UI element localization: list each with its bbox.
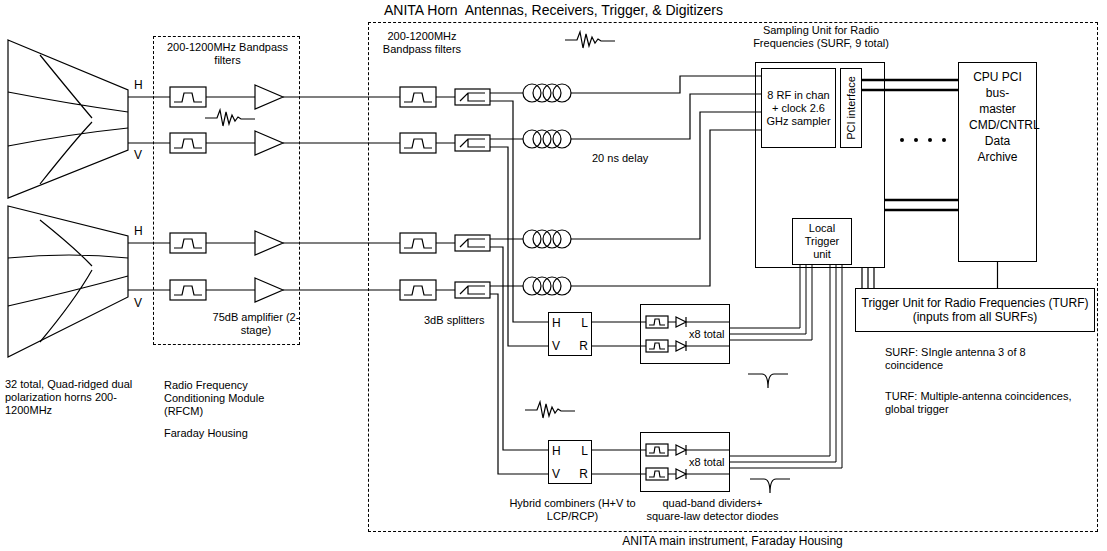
signal-connector: [862, 80, 958, 90]
signal-connector: [592, 321, 640, 322]
data-bus: [885, 200, 958, 210]
annotation-label: H: [134, 224, 148, 238]
annotation-label: 32 total, Quad-ridged dual polarization …: [5, 378, 150, 417]
rf-wires: [128, 76, 761, 474]
rfcm-housing-text: Radio Frequency Conditioning Module (RFC…: [164, 379, 304, 418]
splitter-symbol: [455, 89, 490, 298]
hybrid-combiner-text: L: [576, 444, 588, 458]
hybrid-combiner: HVLR: [548, 440, 592, 484]
quad-band-detector: x8 total: [640, 432, 730, 492]
quad-band-internals: [640, 316, 730, 480]
pci-interface-text: PCI interface: [845, 76, 858, 140]
annotation-label: 20 ns delay: [592, 152, 654, 165]
hybrid-combiner-text: H: [552, 444, 564, 458]
quad-band-detector-text: x8 total: [689, 328, 729, 341]
rfcm-housing-text: Faraday Housing: [164, 427, 304, 440]
annotation-label: 200-1200MHz Bandpass filters: [376, 30, 468, 56]
delay-coil: [520, 84, 575, 295]
annotation-label: quad-band dividers+ square-law detector …: [645, 497, 780, 523]
cpu-box-text: CPU PCI bus-master CMD/CNTRL Data Archiv…: [969, 69, 1026, 165]
hybrid-combiner-text: H: [552, 316, 564, 330]
hybrid-combiner-text: L: [576, 316, 588, 330]
sampler-box: 8 RF in chan + clock 2.6 GHz sampler: [761, 68, 836, 148]
local-trigger-text: Local Trigger unit: [796, 222, 848, 261]
rfcm-housing: 200-1200MHz Bandpass filters 75dB amplifi…: [153, 36, 300, 345]
signal-connector: [997, 262, 998, 288]
signal-waveform: [205, 32, 615, 418]
main-housing-text: ANITA main instrument, Faraday Housing: [369, 534, 1096, 548]
cpu-box: CPU PCI bus-master CMD/CNTRL Data Archiv…: [958, 62, 1037, 262]
more-boards-dots: [900, 138, 946, 142]
main-housing: ANITA main instrument, Faraday HousingSa…: [368, 22, 1098, 532]
signal-connector: [592, 345, 640, 346]
signal-connector: [730, 265, 812, 340]
hybrid-combiner-text: R: [576, 467, 588, 481]
signal-connector: [862, 268, 874, 288]
turf-box: Trigger Unit for Radio Frequencies (TURF…: [855, 288, 1095, 332]
annotation-label: Hybrid combiners (H+V to LCP/RCP): [505, 497, 640, 523]
turf-box-text: Trigger Unit for Radio Frequencies (TURF…: [859, 296, 1091, 324]
annotation-label: TURF: Multiple-antenna coincidences, glo…: [885, 390, 1075, 416]
rfcm-housing-text: 200-1200MHz Bandpass filters: [159, 41, 296, 67]
local-trigger: Local Trigger unit: [792, 218, 852, 265]
surf-board-text: Sampling Unit for Radio Frequencies (SUR…: [744, 24, 898, 50]
quad-band-detector-text: x8 total: [689, 456, 729, 469]
annotation-label: SURF: SIngle antenna 3 of 8 coincidence: [885, 346, 1055, 372]
signal-connector: [592, 473, 640, 474]
pci-interface: PCI interface: [840, 68, 862, 148]
signal-connector: [592, 449, 640, 450]
hybrid-combiner-text: R: [576, 339, 588, 353]
detector-pulse: [748, 374, 790, 493]
sampler-box-text: 8 RF in chan + clock 2.6 GHz sampler: [765, 89, 832, 128]
horn-antenna: [8, 40, 128, 198]
diagram-title: ANITA Horn Antennas, Receivers, Trigger,…: [0, 2, 1107, 19]
signal-connector: [730, 265, 842, 468]
amplifier-symbol: [255, 85, 283, 302]
hybrid-combiner-text: V: [552, 339, 564, 353]
bandpass-filter: [170, 87, 436, 300]
hybrid-combiner: HVLR: [548, 312, 592, 356]
surf-board: Sampling Unit for Radio Frequencies (SUR…: [755, 62, 885, 268]
quad-band-detector: x8 total: [640, 304, 730, 364]
annotation-label: V: [134, 296, 148, 310]
annotation-label: V: [134, 148, 148, 162]
horn-antenna: [8, 206, 128, 357]
annotation-label: 3dB splitters: [424, 314, 496, 327]
rfcm-housing-text: 75dB amplifier (2-stage): [212, 311, 300, 337]
hybrid-combiner-text: V: [552, 467, 564, 481]
annotation-label: H: [134, 78, 148, 92]
